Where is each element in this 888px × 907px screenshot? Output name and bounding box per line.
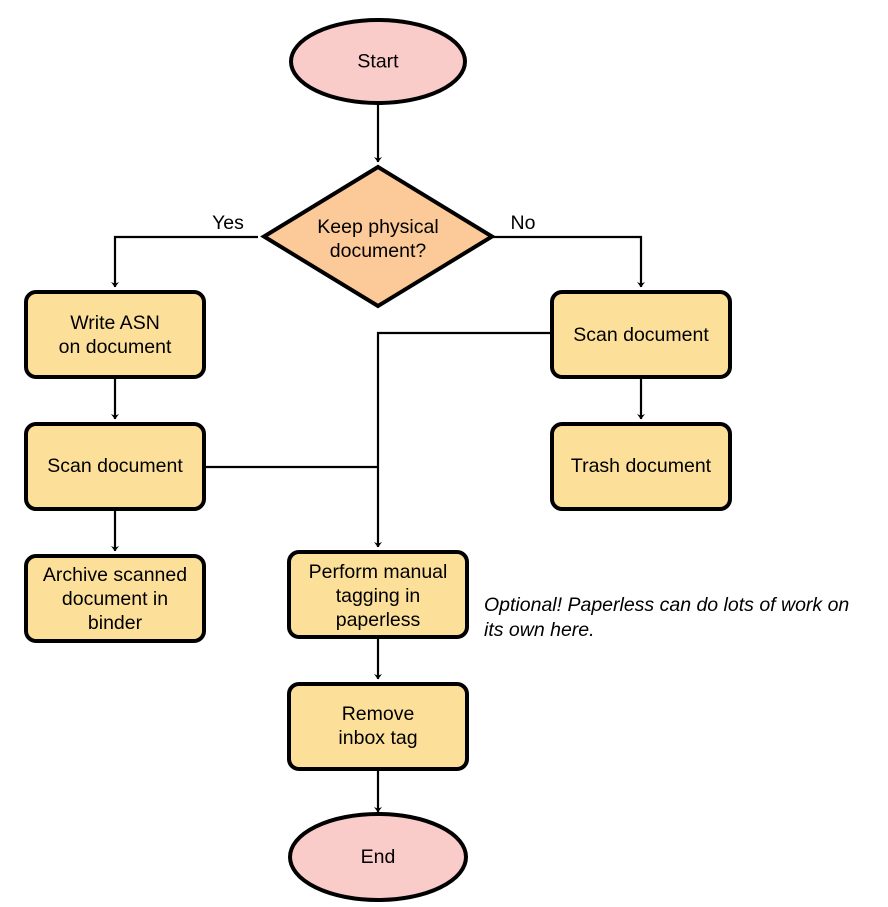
annotation-line-1: Optional! Paperless can do lots of work … xyxy=(484,594,849,616)
decision-diamond[interactable] xyxy=(260,164,496,309)
edge-scan-right-to-tagging xyxy=(374,331,552,548)
annotation-line-2: its own here. xyxy=(484,619,595,641)
scan-document-left-label: Scan document xyxy=(47,455,183,477)
node-archive-scanned-document[interactable]: Archive scanned document in binder xyxy=(24,554,206,643)
remove-inbox-label-line-1: Remove xyxy=(342,703,415,725)
node-scan-document-left[interactable]: Scan document xyxy=(24,422,206,511)
node-start[interactable]: Start xyxy=(289,18,467,105)
scan-document-right-box[interactable] xyxy=(550,290,732,379)
node-trash-document[interactable]: Trash document xyxy=(550,422,732,511)
trash-document-box[interactable] xyxy=(550,422,732,511)
tagging-box[interactable] xyxy=(287,550,469,639)
start-label: Start xyxy=(357,51,399,73)
annotation-optional-paperless: Optional! Paperless can do lots of work … xyxy=(484,594,849,641)
node-remove-inbox-tag[interactable]: Remove inbox tag xyxy=(287,682,469,771)
node-scan-document-right[interactable]: Scan document xyxy=(550,290,732,379)
write-asn-label-line-1: Write ASN xyxy=(70,312,160,334)
edge-decision-yes-to-write-asn xyxy=(111,235,258,288)
tagging-label-line-1: Perform manual xyxy=(309,561,448,583)
decision-label-line-1: Keep physical xyxy=(317,216,438,238)
decision-label-line-2: document? xyxy=(330,240,427,262)
node-decision-keep-physical-document[interactable]: Keep physical document? xyxy=(260,164,496,309)
tagging-label-line-2: tagging in xyxy=(336,585,421,607)
end-ellipse[interactable] xyxy=(288,812,468,902)
archive-box[interactable] xyxy=(24,554,206,643)
remove-inbox-label-line-2: inbox tag xyxy=(338,727,417,749)
archive-label-line-3: binder xyxy=(88,612,143,634)
archive-label-line-1: Archive scanned xyxy=(43,564,187,586)
edge-label-yes: Yes xyxy=(212,212,244,234)
edge-label-no: No xyxy=(511,212,536,234)
trash-document-label: Trash document xyxy=(571,455,712,477)
write-asn-box[interactable] xyxy=(24,290,206,379)
scan-document-left-box[interactable] xyxy=(24,422,206,511)
end-label: End xyxy=(361,846,396,868)
node-end[interactable]: End xyxy=(288,812,468,902)
tagging-label-line-3: paperless xyxy=(336,609,421,631)
node-perform-manual-tagging[interactable]: Perform manual tagging in paperless xyxy=(287,550,469,639)
remove-inbox-tag-box[interactable] xyxy=(287,682,469,771)
scan-document-right-label: Scan document xyxy=(573,324,709,346)
edge-labels-group: Yes No xyxy=(212,212,536,234)
edges-group xyxy=(111,103,645,813)
archive-label-line-2: document in xyxy=(62,588,168,610)
edge-decision-no-to-scan-right xyxy=(492,235,645,288)
start-ellipse[interactable] xyxy=(289,18,467,105)
node-write-asn-on-document[interactable]: Write ASN on document xyxy=(24,290,206,379)
write-asn-label-line-2: on document xyxy=(59,336,172,358)
